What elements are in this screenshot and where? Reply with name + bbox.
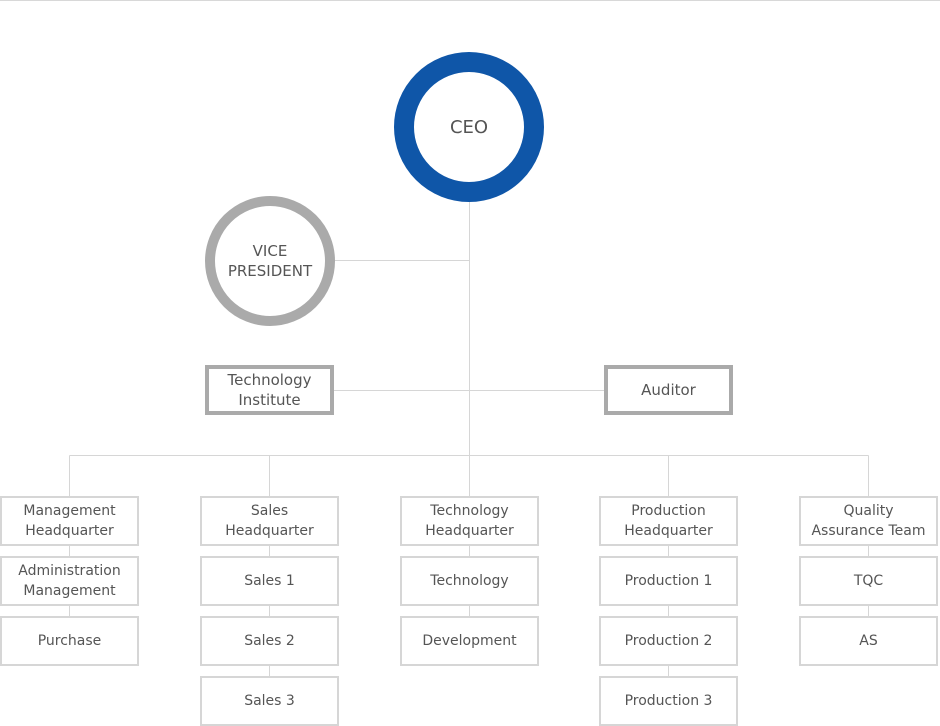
department-head-box: Quality Assurance Team (799, 496, 938, 546)
team-box: Administration Management (0, 556, 139, 606)
team-box: Production 3 (599, 676, 738, 726)
ceo-node: CEO (394, 52, 544, 202)
department-head-box-label: Production Headquarter (624, 503, 713, 539)
team-box-label: Production 2 (624, 633, 713, 649)
team-box: Purchase (0, 616, 139, 666)
team-box-label: Sales 3 (244, 693, 295, 709)
team-box: Sales 2 (200, 616, 339, 666)
team-box-label: Production 3 (624, 693, 713, 709)
team-box: Production 2 (599, 616, 738, 666)
team-box-label: Production 1 (624, 573, 713, 589)
department-head-box-label: Sales Headquarter (225, 503, 314, 539)
vice-president-node: VICE PRESIDENT (205, 196, 335, 326)
auditor-box: Auditor (604, 365, 733, 415)
department-head-box-label: Management Headquarter (23, 503, 116, 539)
technology-institute-label: Technology Institute (227, 371, 312, 409)
department-head-box: Technology Headquarter (400, 496, 539, 546)
team-box-label: Sales 2 (244, 633, 295, 649)
department-head-box-label: Technology Headquarter (425, 503, 514, 539)
top-divider (0, 0, 940, 1)
team-box: Technology (400, 556, 539, 606)
department-head-box: Production Headquarter (599, 496, 738, 546)
team-box: TQC (799, 556, 938, 606)
department-head-box: Management Headquarter (0, 496, 139, 546)
team-box-label: Technology (430, 573, 509, 589)
team-box-label: Development (422, 633, 517, 649)
team-box: AS (799, 616, 938, 666)
team-box-label: AS (859, 633, 878, 649)
team-box: Production 1 (599, 556, 738, 606)
ceo-label: CEO (449, 116, 489, 138)
team-box-label: Sales 1 (244, 573, 295, 589)
department-head-box-label: Quality Assurance Team (811, 503, 926, 539)
team-box: Development (400, 616, 539, 666)
team-box-label: Purchase (37, 633, 102, 649)
team-box: Sales 3 (200, 676, 339, 726)
team-box-label: Administration Management (18, 563, 121, 599)
vice-president-label: VICE PRESIDENT (227, 242, 313, 280)
technology-institute-box: Technology Institute (205, 365, 334, 415)
auditor-label: Auditor (641, 381, 696, 399)
department-head-box: Sales Headquarter (200, 496, 339, 546)
team-box-label: TQC (853, 573, 884, 589)
team-box: Sales 1 (200, 556, 339, 606)
